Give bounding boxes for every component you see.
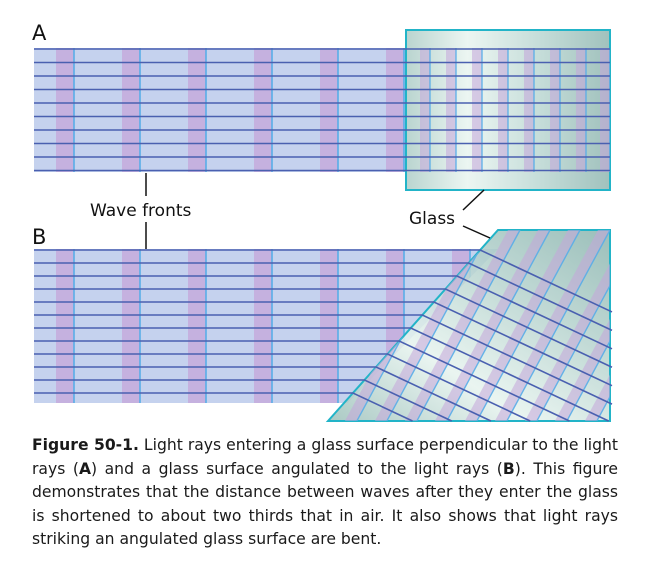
glass-wavefront-band — [420, 48, 430, 172]
glass-wavefront-line — [411, 230, 521, 421]
wavefront-band — [254, 249, 272, 403]
wavefront-band — [254, 48, 272, 172]
glass-wavefront-line — [501, 230, 610, 421]
light-ray — [34, 379, 453, 422]
wavefront-band — [386, 48, 404, 172]
light-refraction-diagram: A B Wave fronts Glass — [32, 21, 660, 430]
glass-wavefront-line — [561, 230, 610, 421]
light-ray — [34, 275, 613, 350]
wavefront-band — [122, 48, 140, 172]
light-ray — [34, 301, 613, 387]
light-ray — [34, 314, 613, 405]
caption-text-1: Light rays entering a glass surface perp… — [32, 436, 619, 478]
glass-wavefront-band — [550, 48, 560, 172]
glass-wavefront-band — [524, 48, 534, 172]
light-ray — [34, 340, 570, 422]
glass-pointer — [462, 225, 491, 239]
glass-wavefront-band — [460, 230, 580, 421]
wavefront-band — [188, 48, 206, 172]
light-ray — [34, 366, 492, 422]
wavefront-band — [56, 249, 74, 403]
caption-ref-a: A — [78, 459, 92, 478]
wavefront-band — [320, 48, 338, 172]
wavefront-band — [122, 249, 140, 403]
glass-wavefront-band — [400, 230, 520, 421]
glass-pointer-upper — [462, 189, 485, 211]
glass-wavefront-band — [576, 48, 586, 172]
glass-wavefront-band — [610, 230, 660, 430]
glass-wavefront-band — [600, 48, 610, 172]
wavefront-band — [56, 48, 74, 172]
glass-wavefront-band — [472, 48, 482, 172]
glass-wavefront-line — [471, 230, 581, 421]
glass-wavefront-band — [446, 48, 456, 172]
figure-caption: Figure 50-1. Light rays entering a glass… — [32, 434, 618, 552]
light-ray — [34, 353, 531, 422]
glass-wavefront-band — [370, 230, 490, 421]
glass-wavefront-line — [622, 230, 660, 430]
wavefront-band — [320, 249, 338, 403]
glass-wavefront-band — [550, 230, 610, 421]
light-ray — [34, 249, 613, 313]
panel-a — [34, 29, 611, 191]
glass-wavefront-band — [498, 48, 508, 172]
wave-fronts-label: Wave fronts — [90, 201, 192, 221]
glass-wavefront-line — [531, 230, 610, 421]
glass-wavefront-line — [441, 230, 551, 421]
light-ray — [34, 288, 613, 368]
caption-ref-b: B — [502, 459, 515, 478]
glass-label: Glass — [409, 209, 455, 229]
air-beam-a — [34, 48, 406, 172]
figure-number: Figure 50-1. — [32, 436, 139, 454]
panel-b-label: B — [32, 225, 46, 249]
caption-text-2: ) and a glass surface angulated to the l… — [91, 459, 503, 478]
glass-wavefront-band — [430, 230, 550, 421]
glass-wavefront-band — [640, 230, 660, 430]
glass-wavefront-line — [652, 230, 660, 430]
light-ray — [34, 327, 609, 422]
wavefront-band — [188, 249, 206, 403]
glass-wavefront-band — [520, 230, 610, 421]
light-ray — [34, 262, 613, 332]
panel-a-label: A — [32, 21, 47, 45]
light-ray — [34, 392, 413, 422]
panel-b — [34, 229, 660, 430]
caption-text-3: ). This figure demonstrates that the dis… — [32, 459, 618, 549]
